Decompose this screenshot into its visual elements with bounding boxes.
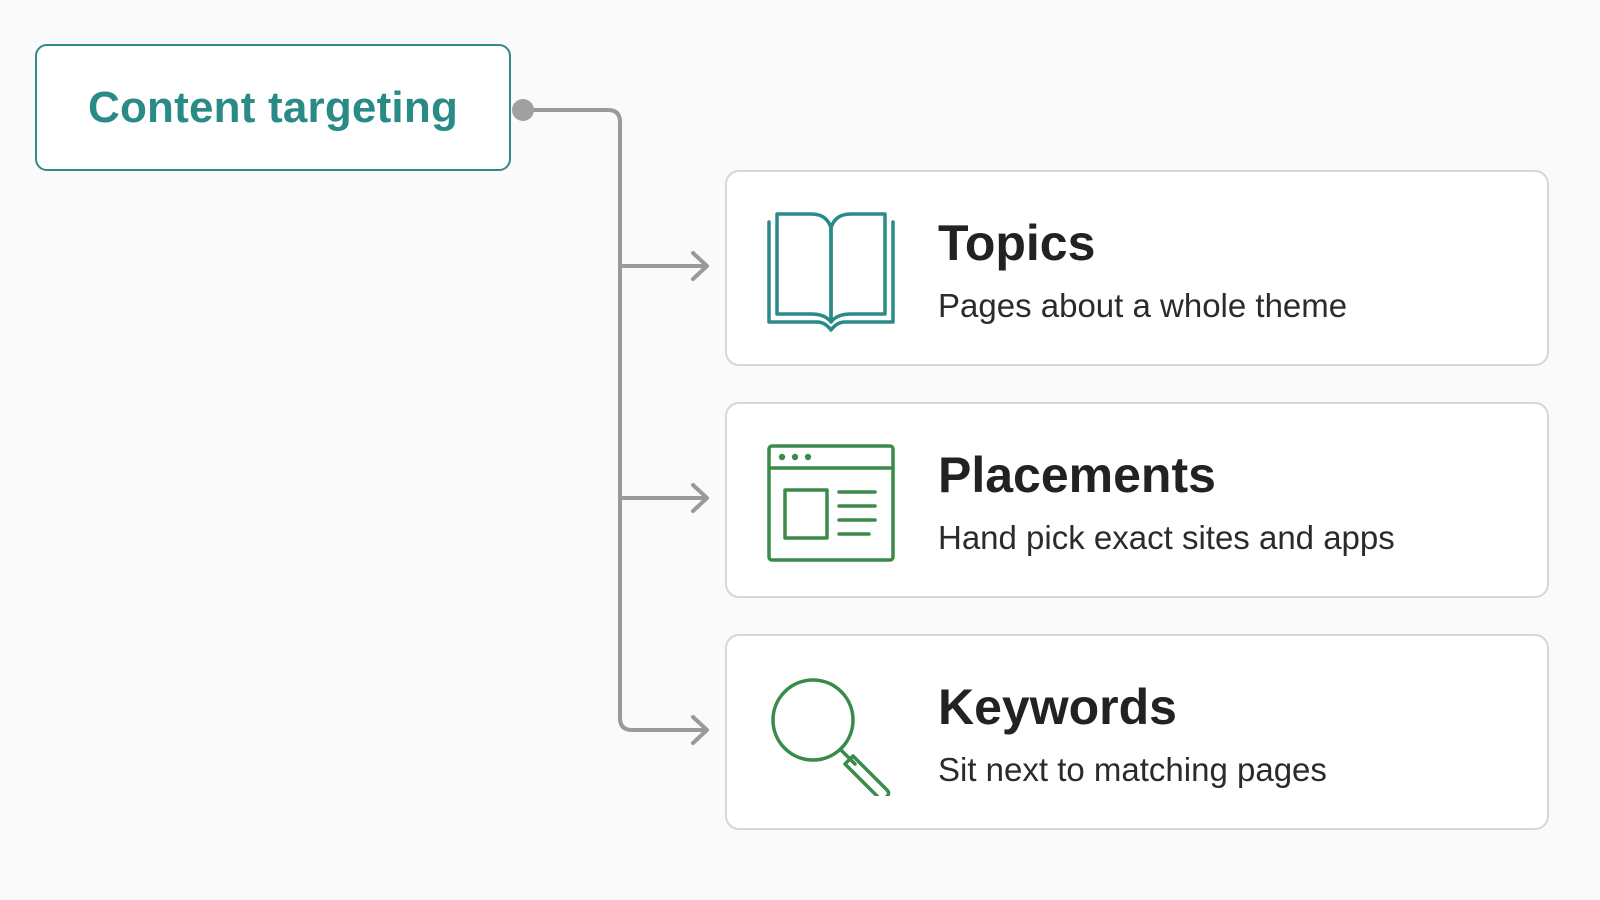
arrowhead-placements [691,483,709,513]
card-topics: Topics Pages about a whole theme [725,170,1549,366]
card-subtitle-topics: Pages about a whole theme [938,287,1348,324]
browser-window-icon [765,442,897,564]
connector-origin-dot [512,99,534,121]
root-node: Content targeting [35,44,511,171]
card-subtitle-placements: Hand pick exact sites and apps [938,519,1395,556]
card-subtitle-keywords: Sit next to matching pages [938,751,1327,788]
magnifying-glass-icon [765,674,897,801]
card-title-placements: Placements [938,447,1216,503]
card-title-topics: Topics [938,215,1096,271]
card-placements: Placements Hand pick exact sites and app… [725,402,1549,598]
card-keywords: Keywords Sit next to matching pages [725,634,1549,830]
root-title: Content targeting [87,82,459,132]
open-book-icon [765,210,897,332]
card-title-keywords: Keywords [938,679,1177,735]
arrowhead-topics [691,251,709,281]
trunk-line [521,108,708,732]
arrowhead-keywords [691,715,709,745]
